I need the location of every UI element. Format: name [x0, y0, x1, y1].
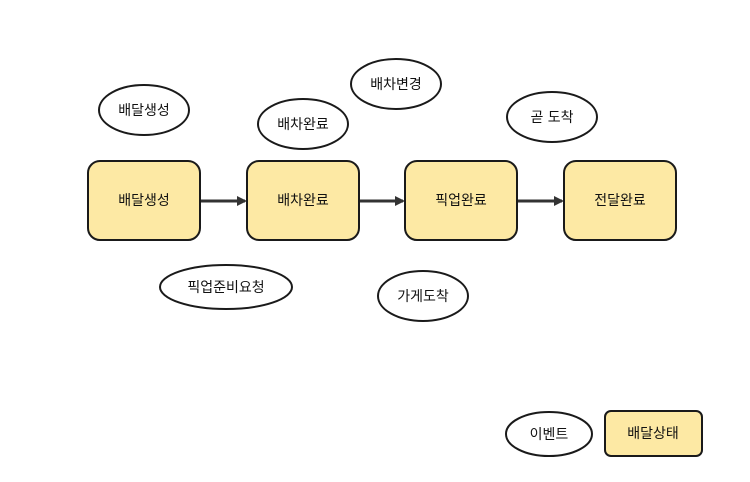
legend: 이벤트 배달상태: [505, 410, 703, 457]
event-node-e3[interactable]: 배차변경: [350, 58, 442, 110]
event-label: 가게도착: [397, 289, 449, 305]
event-node-e1[interactable]: 배달생성: [98, 84, 190, 136]
legend-state-label: 배달상태: [627, 426, 679, 442]
state-node-s1[interactable]: 배달생성: [87, 160, 201, 241]
event-label: 배차변경: [370, 77, 422, 93]
state-node-s2[interactable]: 배차완료: [246, 160, 360, 241]
legend-event-label: 이벤트: [530, 427, 569, 443]
state-label: 배달생성: [118, 193, 170, 209]
event-node-e5[interactable]: 픽업준비요청: [159, 264, 293, 310]
event-label: 배차완료: [277, 117, 329, 133]
state-node-s3[interactable]: 픽업완료: [404, 160, 518, 241]
state-label: 전달완료: [594, 193, 646, 209]
event-node-e4[interactable]: 곧 도착: [506, 91, 598, 143]
state-node-s4[interactable]: 전달완료: [563, 160, 677, 241]
event-node-e6[interactable]: 가게도착: [377, 270, 469, 322]
legend-event: 이벤트: [505, 411, 593, 457]
state-label: 배차완료: [277, 193, 329, 209]
legend-state: 배달상태: [604, 410, 703, 457]
event-label: 픽업준비요청: [187, 280, 264, 296]
state-label: 픽업완료: [435, 193, 487, 209]
event-node-e2[interactable]: 배차완료: [257, 98, 349, 150]
event-label: 배달생성: [118, 103, 170, 119]
event-label: 곧 도착: [530, 110, 573, 126]
